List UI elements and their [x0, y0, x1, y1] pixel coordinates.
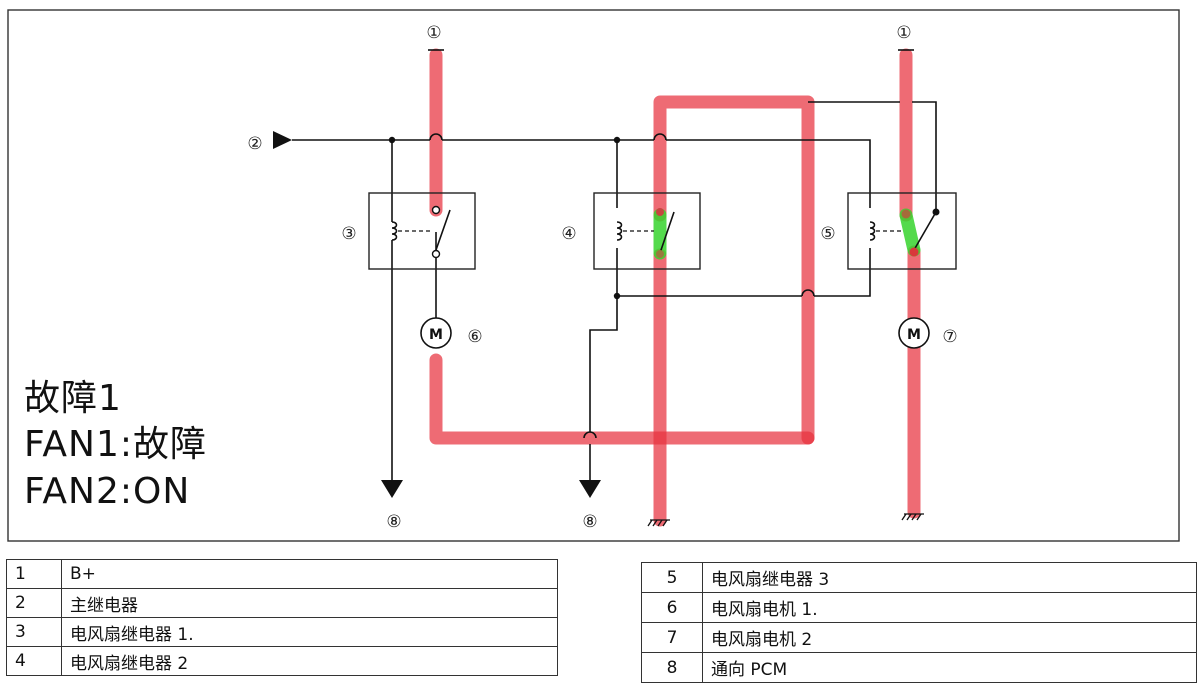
legend-num: 2: [6, 588, 62, 618]
relay-1-box: [368, 192, 476, 270]
marker-motor-1: ⑥: [467, 327, 482, 347]
relay-3-closed-contact: [899, 208, 921, 257]
relay-3-box: [847, 192, 957, 270]
marker-pcm-left: ⑧: [386, 512, 401, 532]
legend-text: 电风扇电机 2: [702, 622, 1197, 653]
fault-line-1: 故障1: [24, 378, 122, 419]
motor-1-symbol: M: [420, 317, 452, 349]
legend-text: 通向 PCM: [702, 652, 1197, 683]
fault-line-2: FAN1:故障: [24, 424, 207, 465]
marker-b-plus-right: ①: [896, 23, 911, 43]
legend-num: 7: [641, 622, 703, 653]
legend-num: 1: [6, 559, 62, 589]
legend-text: 主继电器: [61, 588, 558, 618]
pcm-arrow-right-icon: [579, 480, 601, 498]
legend-num: 3: [6, 617, 62, 647]
fault-line-3: FAN2:ON: [24, 471, 190, 512]
marker-motor-2: ⑦: [942, 327, 957, 347]
motor-1-label: M: [429, 327, 443, 343]
legend-text: B+: [61, 559, 558, 589]
pcm-arrow-left-icon: [381, 480, 403, 498]
legend-text: 电风扇电机 1.: [702, 592, 1197, 623]
current-path-highlight: [429, 48, 921, 527]
legend-text: 电风扇继电器 2: [61, 646, 558, 676]
motor-2-symbol: M: [898, 317, 930, 349]
legend-num: 8: [641, 652, 703, 683]
marker-b-plus-left: ①: [426, 23, 441, 43]
motor-2-label: M: [907, 327, 921, 343]
wiring: [292, 101, 940, 480]
diagram-frame: [7, 9, 1180, 542]
main-relay-arrow-icon: [273, 131, 292, 149]
legend-num: 4: [6, 646, 62, 676]
legend-num: 5: [641, 562, 703, 593]
marker-main-relay: ②: [247, 134, 262, 154]
legend-text: 电风扇继电器 1.: [61, 617, 558, 647]
marker-relay-2: ④: [561, 224, 576, 244]
legend-text: 电风扇继电器 3: [702, 562, 1197, 593]
marker-pcm-right: ⑧: [582, 512, 597, 532]
marker-relay-3: ⑤: [820, 224, 835, 244]
legend-num: 6: [641, 592, 703, 623]
relay-2-box: [593, 192, 701, 270]
marker-relay-1: ③: [341, 224, 356, 244]
ground-icon: [901, 513, 924, 521]
ground-icon: [647, 519, 670, 527]
